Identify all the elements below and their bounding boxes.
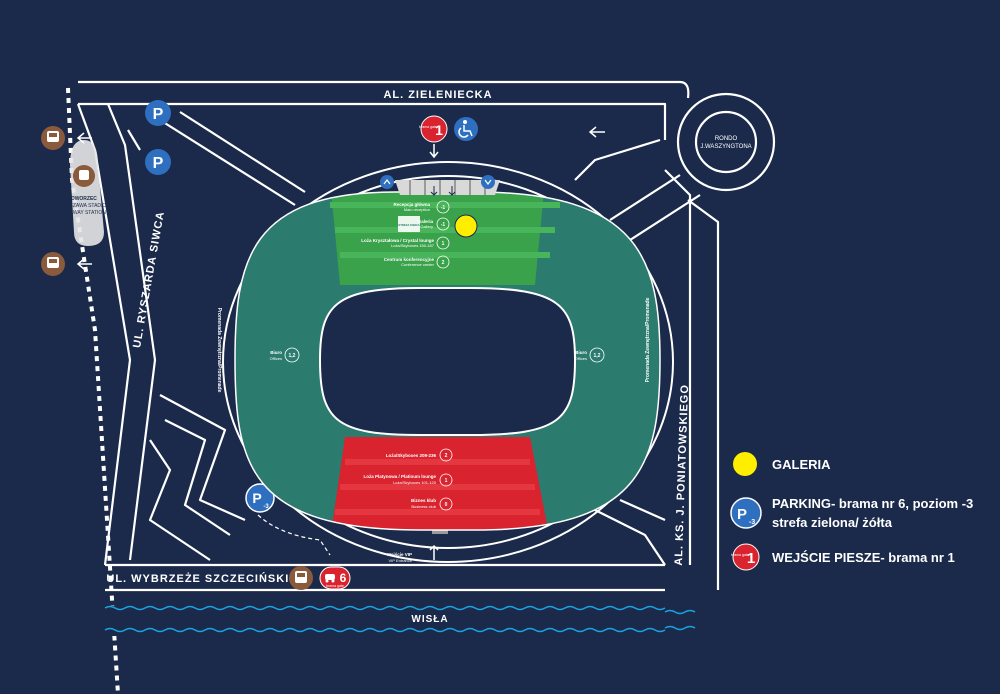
- elevator-icon-2: [481, 175, 495, 189]
- east-offices-label: Biuro: [575, 350, 587, 355]
- train-icon-south: [41, 252, 65, 276]
- legend-wejscie-label: WEJŚCIE PIESZE- brama nr 1: [772, 550, 955, 565]
- svg-text:P: P: [252, 490, 261, 506]
- north-row-1-label: Galeria: [418, 219, 434, 224]
- north-row-3-sub: Conference center: [401, 262, 435, 267]
- north-row-2-level: 1: [442, 241, 445, 247]
- parking-level-icon[interactable]: P -3: [245, 483, 275, 513]
- west-offices-label: Biuro: [270, 350, 282, 355]
- south-row-2-label: Biznes klub: [411, 498, 436, 503]
- sponsor-badge: [398, 216, 420, 232]
- legend-parking-label-1: PARKING- brama nr 6, poziom -3: [772, 496, 974, 511]
- north-row-0-sub: Main reception: [404, 207, 430, 212]
- svg-text:P: P: [153, 106, 164, 123]
- south-row-0-label: Loża/Skyboxes 209-236: [386, 453, 437, 458]
- station-label-1: DWORZEC: [71, 196, 97, 202]
- gate-1-marker[interactable]: brama gate 1: [419, 115, 448, 143]
- south-row-1-sub: Loża/Skyboxes 101-120: [393, 480, 437, 485]
- south-row-2-level: 0: [445, 502, 448, 508]
- car-icon: [325, 574, 335, 583]
- vip-entrance-sub: VIP Entrance: [389, 558, 413, 563]
- west-offices-sub: Offices: [270, 356, 282, 361]
- svg-text:-3: -3: [749, 519, 755, 526]
- svg-text:1: 1: [435, 122, 443, 138]
- east-offices-sub: Offices: [575, 356, 587, 361]
- svg-text:brama gate: brama gate: [419, 125, 437, 129]
- north-row-0-level: -1: [441, 205, 446, 211]
- south-stand-labels: Loża/Skyboxes 209-236 2 Loża Platynowa /…: [363, 448, 453, 511]
- south-row-2-sub: Business club: [411, 504, 436, 509]
- train-icon: [41, 126, 65, 150]
- arrow-icon-gate1: [429, 144, 439, 159]
- arrow-icon-vip: [429, 544, 439, 560]
- road-network: [76, 80, 776, 592]
- river-wisla: [104, 605, 696, 636]
- svg-text:-3: -3: [263, 504, 269, 510]
- promenade-west-label: Promenada Zewnętrzna/Promenade: [216, 308, 222, 393]
- south-row-1-label: Loża Platynowa / Platinum lounge: [363, 474, 436, 479]
- svg-text:brama gate: brama gate: [731, 553, 749, 557]
- legend-parking-label-2: strefa zielona/ żółta: [772, 515, 892, 530]
- station-label-2: WARSZAWA STADION: [58, 203, 110, 209]
- parking-route: [257, 514, 331, 556]
- arrow-icon-north-road: [588, 126, 605, 138]
- rondo-label-1: RONDO: [715, 136, 738, 142]
- galeria-marker[interactable]: [454, 214, 478, 238]
- vip-entrance-label: Wejście VIP: [387, 552, 412, 557]
- north-stand-labels: Recepcja główna Main reception -1 STREFA…: [361, 200, 450, 269]
- station-label-3: RAILWAY STATION: [62, 210, 106, 216]
- south-row-0-level: 2: [445, 453, 448, 459]
- north-row-2-sub: Loża/Skyboxes 150-187: [391, 243, 435, 248]
- svg-text:P: P: [153, 155, 164, 172]
- rondo-label-2: J.WASZYNGTONA: [700, 144, 751, 150]
- street-label-river: WISŁA: [411, 614, 448, 625]
- street-label-south: UL. WYBRZEŻE SZCZECIŃSKIE: [106, 572, 297, 585]
- north-entrance: [395, 180, 500, 196]
- gate-6-marker[interactable]: 6 brama gate: [319, 566, 351, 590]
- east-offices: Biuro Offices 1,2: [575, 347, 605, 363]
- svg-text:6: 6: [340, 571, 347, 585]
- railway-station: DWORZEC WARSZAWA STADION RAILWAY STATION: [58, 140, 110, 246]
- north-row-0-label: Recepcja główna: [393, 202, 430, 207]
- promenade-east-label: Promenada Zewnętrzna/Promenade: [645, 297, 651, 382]
- parking-icon[interactable]: P: [145, 100, 171, 126]
- legend-gate-marker: brama gate 1: [731, 543, 760, 571]
- svg-text:brama gate: brama gate: [326, 584, 344, 588]
- arrow-icon: [76, 132, 92, 144]
- west-offices-level: 1,2: [289, 353, 296, 359]
- legend-galeria-marker: [733, 452, 757, 476]
- north-row-1-level: -1: [441, 222, 446, 228]
- parking-icon-2[interactable]: P: [145, 149, 171, 175]
- wheelchair-icon: [454, 117, 478, 141]
- sponsor-badge-text: STREFA KIBICA: [398, 223, 419, 227]
- svg-text:1: 1: [747, 550, 755, 567]
- legend-parking-icon: P -3: [730, 497, 762, 529]
- stadium-bowl: [234, 191, 661, 531]
- bus-icon: [289, 566, 313, 590]
- north-row-1-sub: Gallery: [420, 224, 433, 229]
- north-row-3-label: Centrum konferencyjne: [384, 257, 435, 262]
- east-offices-level: 1,2: [594, 353, 601, 359]
- arrow-icon-south: [76, 258, 92, 270]
- north-row-2-label: Loża Kryształowa / Crystal lounge: [361, 238, 434, 243]
- svg-text:P: P: [737, 506, 747, 523]
- south-row-1-level: 1: [445, 478, 448, 484]
- legend-galeria-label: GALERIA: [772, 457, 831, 472]
- pitch-area: [318, 287, 577, 436]
- north-row-3-level: 2: [442, 260, 445, 266]
- elevator-icon: [380, 175, 394, 189]
- street-label-north: AL. ZIELENIECKA: [383, 89, 492, 101]
- west-offices: Biuro Offices 1,2: [270, 347, 300, 363]
- street-label-east: AL. KS. J. PONIATOWSKIEGO: [673, 384, 691, 566]
